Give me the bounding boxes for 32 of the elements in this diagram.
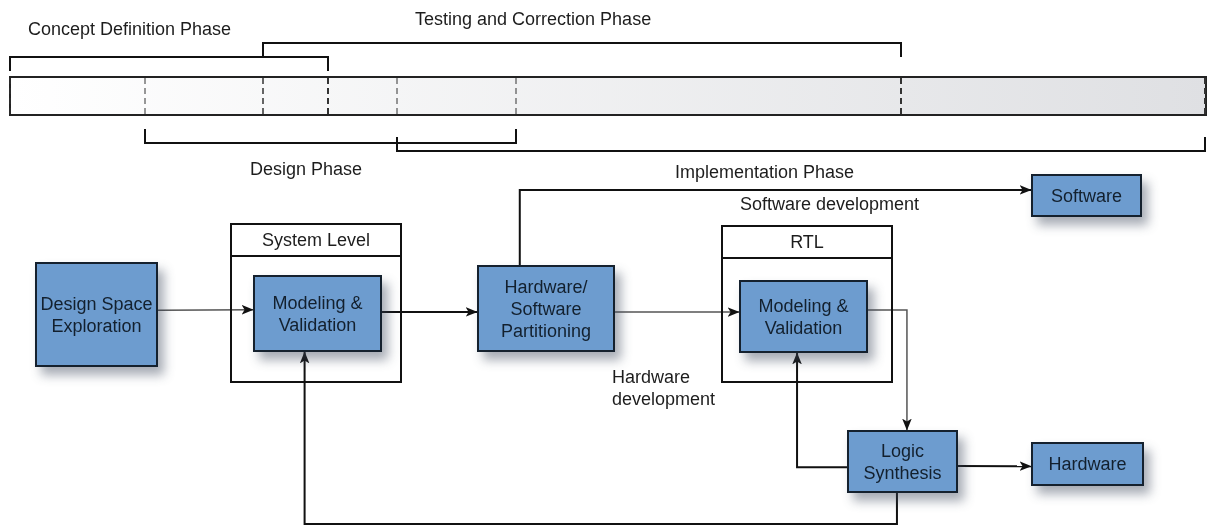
phase-label: Concept Definition Phase (28, 18, 232, 40)
box-label: Modeling & Validation (271, 291, 364, 336)
process-box (739, 280, 868, 353)
box-label: Software (1050, 184, 1122, 207)
arrow (518, 185, 1032, 266)
edge-label: Hardware development (612, 366, 717, 410)
process-box (1031, 442, 1144, 486)
arrow (157, 304, 254, 315)
phase-label: Testing and Correction Phase (415, 8, 652, 30)
group-frame (721, 225, 893, 383)
box-label: Design Space Exploration (39, 292, 154, 337)
phase-label: Implementation Phase (675, 161, 855, 183)
group-title: RTL (723, 227, 891, 259)
arrow (614, 307, 740, 317)
process-box (253, 275, 382, 352)
phase-label: Design Phase (250, 158, 363, 180)
edge-label: Software development (740, 193, 920, 215)
box-label: Modeling & Validation (757, 294, 850, 339)
process-box (477, 265, 615, 352)
arrow (299, 351, 898, 525)
box-label: Hardware (1048, 453, 1127, 475)
arrow (957, 461, 1032, 471)
process-box (847, 430, 958, 493)
arrow (792, 352, 848, 469)
group-title: System Level (232, 225, 400, 257)
box-label: Logic Synthesis (862, 439, 943, 484)
box-label: Hardware/ Software Partitioning (499, 275, 593, 342)
group-frame (230, 223, 402, 383)
arrow (381, 307, 478, 317)
process-box (35, 262, 158, 367)
process-box (1031, 174, 1142, 217)
arrow (867, 309, 912, 431)
